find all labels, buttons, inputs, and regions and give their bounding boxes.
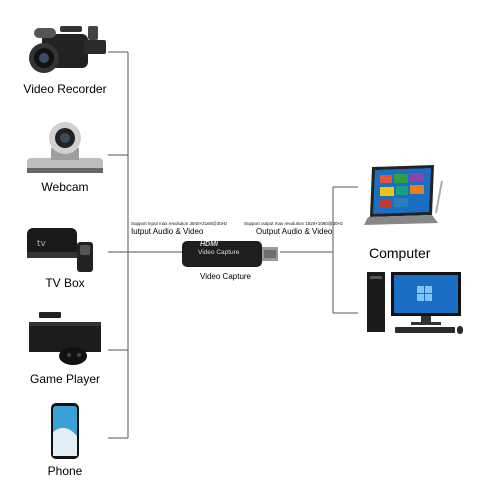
output-spec-text: Support output max resolution 1920×1080@…: [244, 221, 344, 226]
dongle-brand-text: HDMI: [200, 241, 218, 248]
svg-text:tv: tv: [37, 239, 47, 249]
device-label-game-player: Game Player: [29, 372, 101, 386]
input-label: Iutput Audio & Video: [131, 227, 204, 236]
computer-label: Computer: [369, 245, 431, 261]
laptop-icon: [364, 165, 443, 225]
device-label-video-recorder: Video Recorder: [23, 82, 107, 96]
input-spec-text: Support input max resolution 3840×2160@3…: [131, 221, 228, 226]
video-capture-label: Video Capture: [200, 272, 251, 281]
smartphone-icon: [51, 403, 79, 459]
device-label-tv-box: TV Box: [45, 276, 85, 290]
device-label-phone: Phone: [47, 464, 83, 478]
tv-box-icon: tv: [27, 228, 93, 272]
video-capture-dongle-icon: [182, 241, 278, 267]
desktop-computer-icon: [367, 272, 463, 334]
device-label-webcam: Webcam: [41, 180, 89, 194]
webcam-icon: [27, 122, 103, 173]
dongle-model-text: Video Capture: [198, 249, 240, 256]
output-label: Output Audio & Video: [256, 227, 333, 236]
video-camera-icon: [29, 26, 106, 73]
game-console-icon: [29, 312, 101, 365]
